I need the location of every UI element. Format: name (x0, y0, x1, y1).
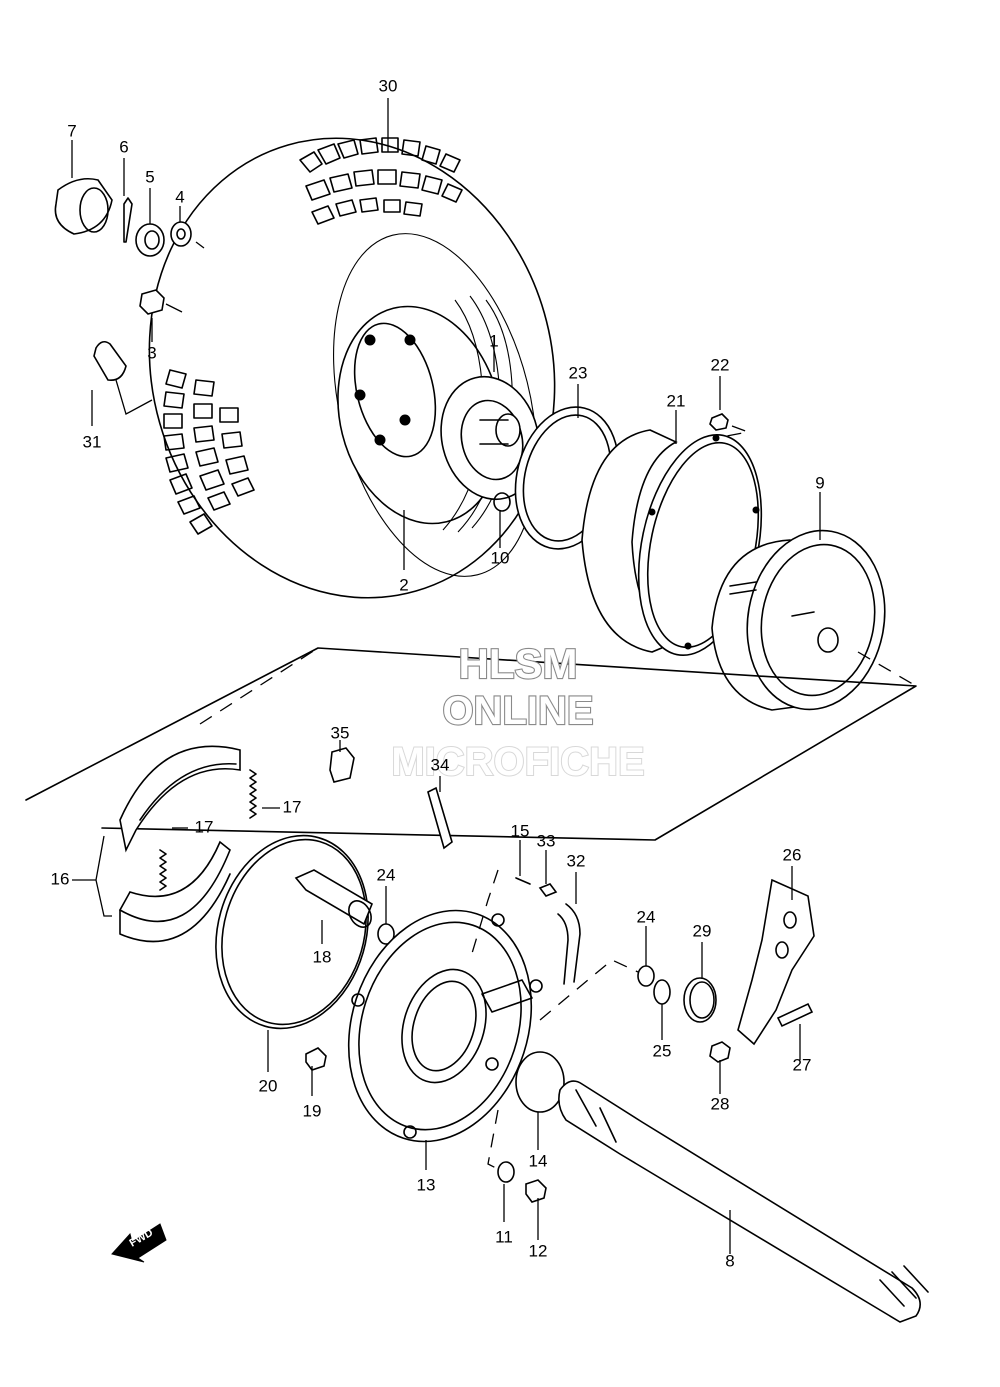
cam-18 (294, 869, 373, 944)
o-ring-20 (215, 834, 369, 1072)
assembly-outline (25, 647, 917, 841)
leader-16 (95, 835, 112, 917)
callout-30: 30 (379, 76, 398, 95)
spring-29 (683, 942, 717, 1023)
callout-11: 11 (495, 1227, 513, 1246)
axle-8 (558, 1080, 929, 1323)
callout-13: 13 (417, 1175, 436, 1194)
callout-34: 34 (431, 755, 450, 774)
bolt-27 (776, 1002, 814, 1060)
clip-33 (538, 850, 558, 897)
hub-1 (440, 375, 540, 501)
drum-9 (711, 492, 886, 711)
bolt-19 (305, 1047, 327, 1096)
callout-12: 12 (529, 1241, 548, 1260)
nut-5 (135, 223, 165, 257)
washer-11 (487, 1109, 515, 1222)
dash-24 (539, 959, 639, 1021)
ring-25 (653, 979, 671, 1040)
callout-1: 1 (489, 331, 498, 350)
callout-6: 6 (119, 137, 128, 156)
watermark: HLSM ONLINE MICROFICHE (390, 639, 645, 785)
backing-plate-13 (347, 909, 543, 1170)
callout-18: 18 (313, 947, 332, 966)
callout-17b: 17 (195, 817, 214, 836)
callout-5: 5 (145, 167, 154, 186)
callout-21: 21 (667, 391, 686, 410)
callout-32: 32 (567, 851, 586, 870)
clip-35 (329, 740, 355, 783)
bolt-22 (709, 376, 751, 439)
callout-9: 9 (815, 473, 824, 492)
callout-22: 22 (711, 355, 730, 374)
hose-32 (557, 872, 581, 985)
leaders-top (71, 98, 501, 570)
dash-15 (469, 869, 499, 961)
callout-10: 10 (491, 548, 510, 567)
watermark-line1: HLSM (459, 640, 578, 687)
callout-31: 31 (83, 432, 102, 451)
callout-29: 29 (693, 921, 712, 940)
callout-20: 20 (259, 1076, 278, 1095)
washer-24b (637, 926, 655, 987)
fwd-arrow-icon: FWD (111, 1223, 167, 1263)
washer-4 (170, 221, 192, 247)
callout-25: 25 (653, 1041, 672, 1060)
callout-7: 7 (67, 121, 76, 140)
pin-15 (515, 840, 531, 885)
callout-16: 16 (51, 869, 70, 888)
callout-17a: 17 (283, 797, 302, 816)
callout-19: 19 (303, 1101, 322, 1120)
callout-24a: 24 (377, 865, 396, 884)
callout-4: 4 (175, 187, 184, 206)
callout-24b: 24 (637, 907, 656, 926)
callouts: 30 7 6 5 4 3 31 1 2 10 23 22 21 9 35 34 … (51, 76, 825, 1270)
callout-2: 2 (399, 575, 408, 594)
arm-26 (737, 866, 815, 1046)
callout-14: 14 (529, 1151, 548, 1170)
bolt-12 (525, 1179, 547, 1240)
callout-33: 33 (537, 831, 556, 850)
cap-7 (54, 177, 113, 235)
brake-shoe-upper-16 (119, 745, 241, 853)
nut-3 (139, 289, 165, 315)
nut-28 (709, 1041, 731, 1094)
lever-34 (427, 776, 453, 850)
cotter-pin-6 (123, 197, 133, 243)
callout-28: 28 (711, 1094, 730, 1113)
callout-15: 15 (511, 821, 530, 840)
watermark-line3: MICROFICHE (391, 740, 644, 784)
callout-8: 8 (725, 1251, 734, 1270)
callout-26: 26 (783, 845, 802, 864)
watermark-line2: ONLINE (442, 689, 593, 733)
valve-31 (93, 340, 127, 382)
callout-35: 35 (331, 723, 350, 742)
callout-27: 27 (793, 1055, 812, 1074)
o-ring-14 (515, 1051, 565, 1150)
callout-23: 23 (569, 363, 588, 382)
ring-10 (493, 492, 511, 512)
springs-17 (159, 769, 280, 891)
brake-shoe-lower-16 (118, 840, 231, 943)
washer-24a (377, 886, 395, 945)
callout-3: 3 (147, 343, 156, 362)
